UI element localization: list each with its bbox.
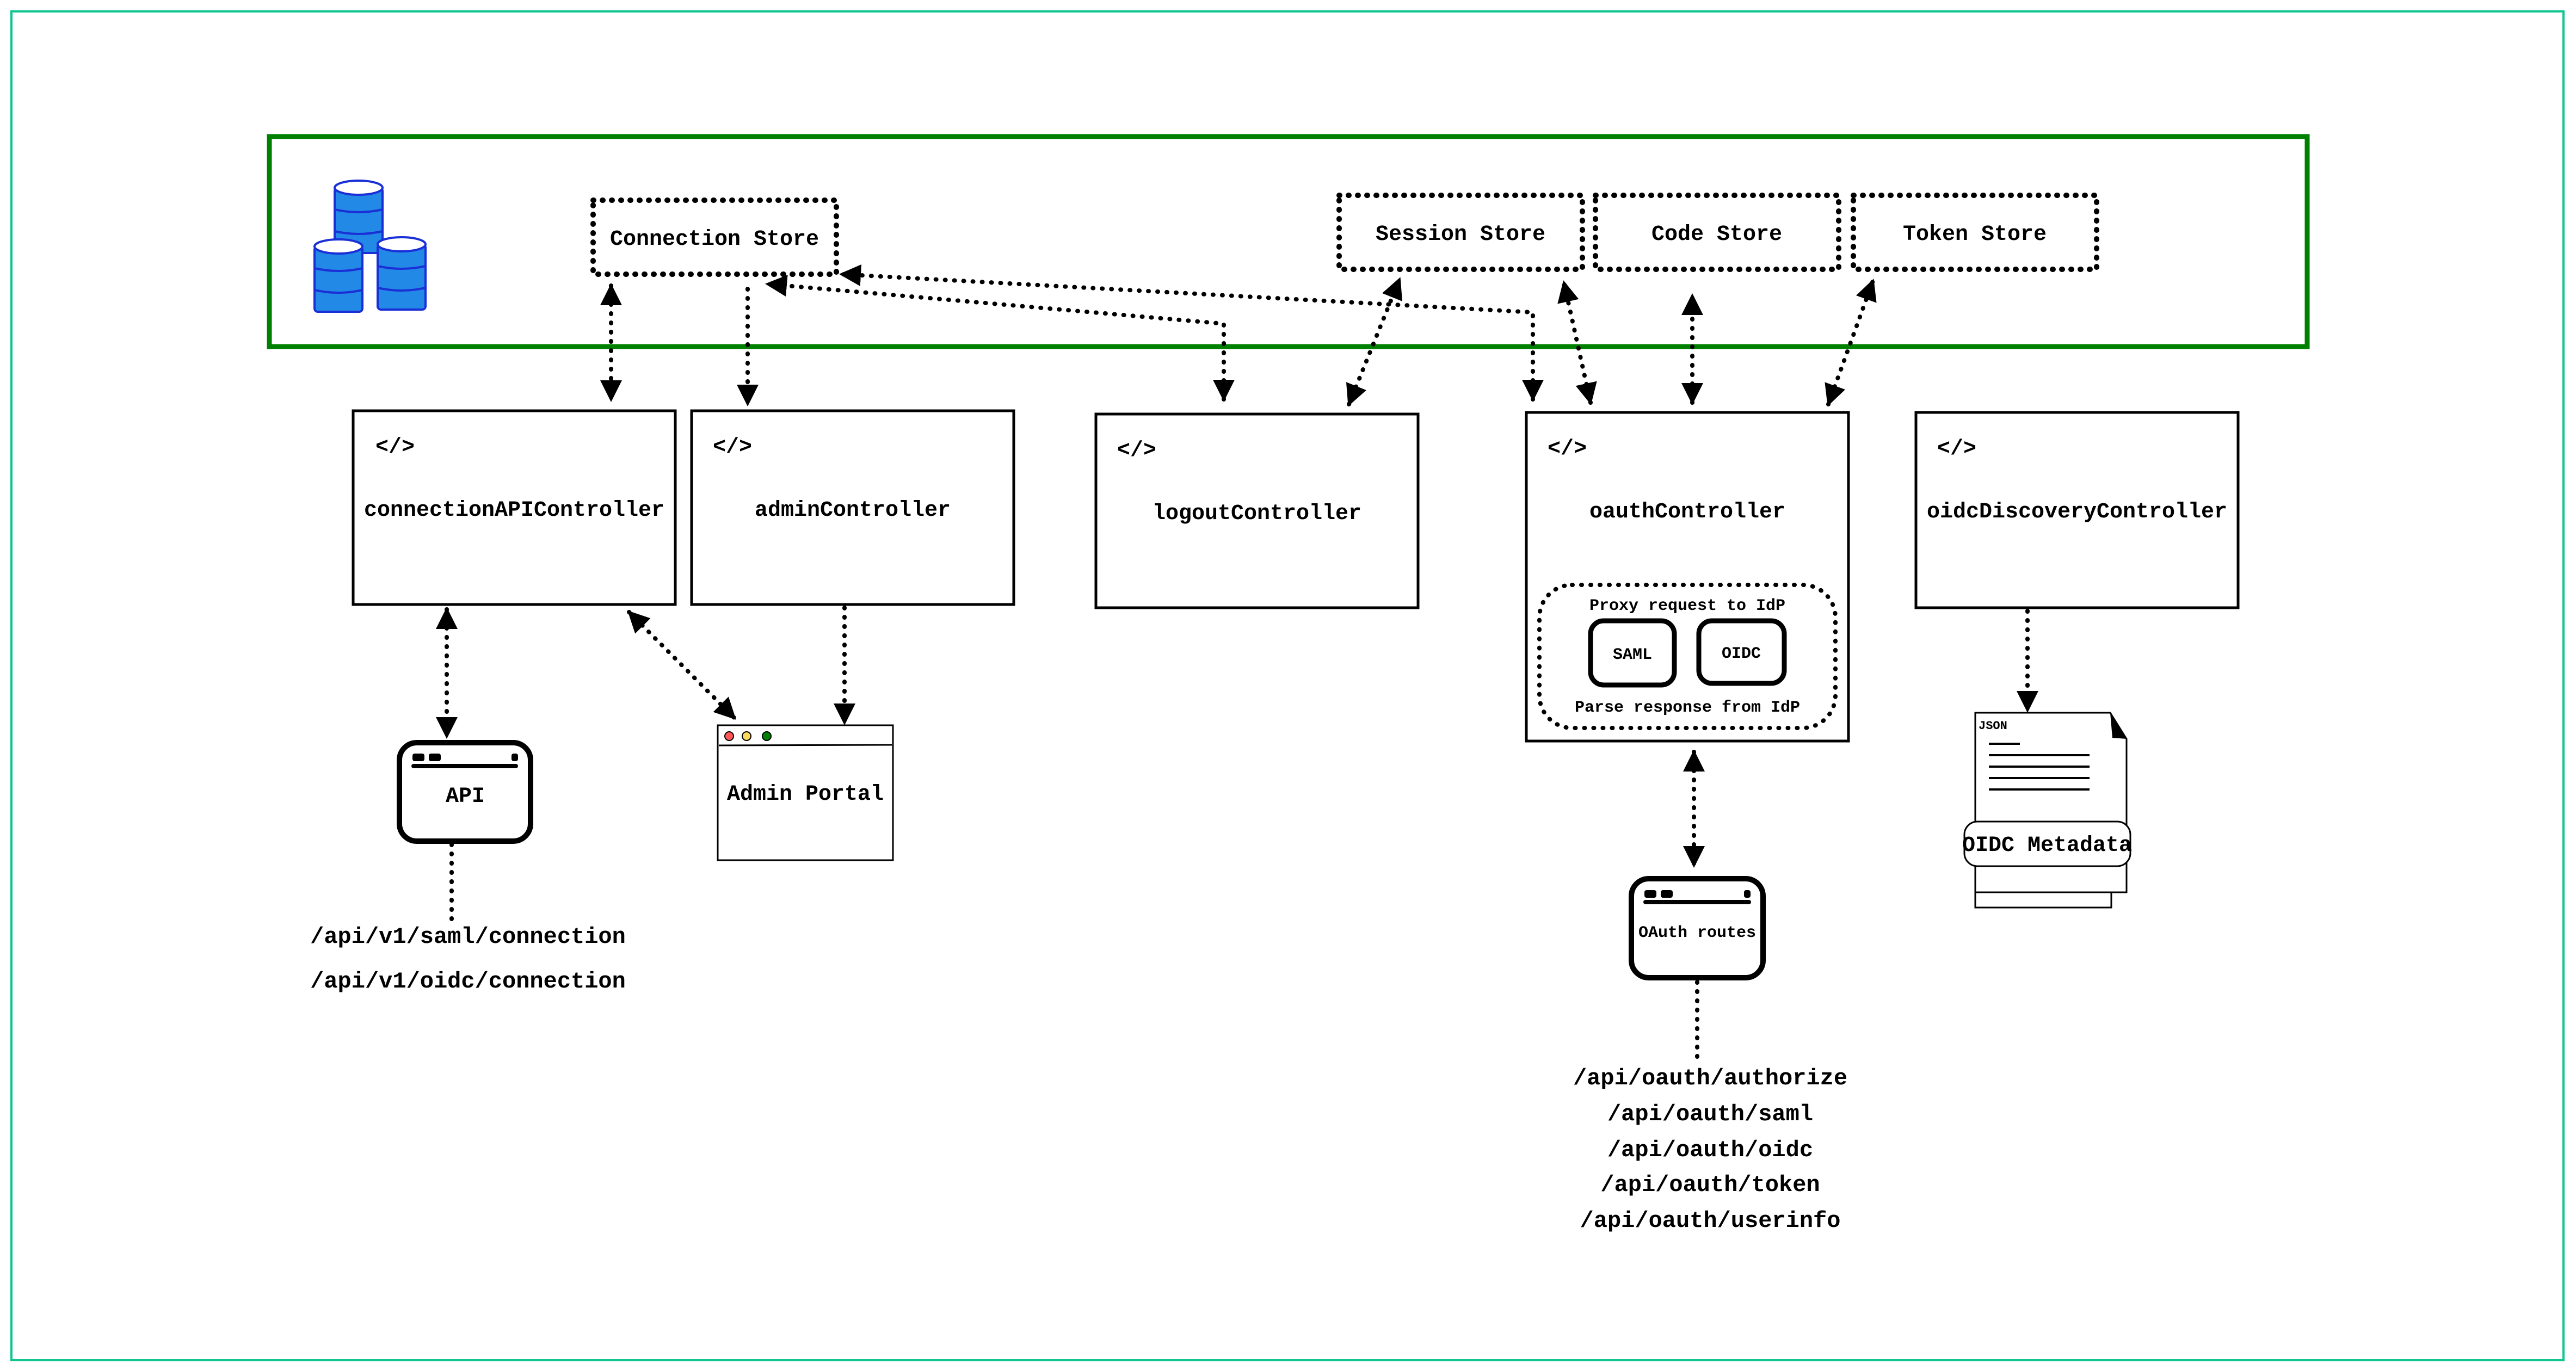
code-icon: </>: [375, 435, 415, 460]
arrow-logout-connstore: [765, 275, 1235, 402]
admin-controller: </> adminController: [690, 409, 1015, 606]
api-label: API: [446, 785, 485, 809]
api-route: /api/v1/saml/connection: [310, 924, 626, 950]
connection-store-label: Connection Store: [610, 227, 819, 252]
code-store-label: Code Store: [1651, 223, 1782, 247]
oauth-route: /api/oauth/saml: [1607, 1101, 1813, 1127]
oidc-metadata-banner: [1963, 820, 2131, 867]
oidc-metadata-label: OIDC Metadata: [1962, 834, 2132, 858]
window-minimize-dot: [742, 731, 751, 741]
oidc-label: OIDC: [1722, 645, 1761, 663]
oidc-discovery-controller: </> oidcDiscoveryController: [1914, 411, 2240, 609]
oauth-route: /api/oauth/token: [1600, 1172, 1820, 1198]
parse-response-label: Parse response from IdP: [1575, 699, 1800, 717]
oidc-discovery-controller-label: oidcDiscoveryController: [1927, 500, 2227, 524]
connection-store: Connection Store: [590, 198, 839, 277]
oauth-routes-client: OAuth routes: [1629, 876, 1766, 980]
outer-frame: [10, 10, 2565, 1361]
oidc-box: [1696, 618, 1787, 686]
idp-proxy-group: [1537, 583, 1838, 730]
oauth-route: /api/oauth/oidc: [1607, 1137, 1813, 1163]
logout-controller: </> logoutController: [1094, 412, 1420, 609]
saml-label: SAML: [1613, 646, 1652, 664]
connectors: [436, 264, 2038, 1062]
code-icon: </>: [713, 435, 752, 460]
admin-controller-label: adminController: [755, 498, 951, 523]
admin-portal-window: Admin Portal: [717, 724, 894, 861]
arrow-oauth-session: [1557, 280, 1597, 405]
arrow-connapi-portal: [627, 610, 737, 720]
oauth-routes-label: OAuth routes: [1638, 924, 1756, 942]
json-label: JSON: [1979, 719, 2007, 733]
oauth-route: /api/oauth/userinfo: [1580, 1208, 1841, 1234]
session-store-label: Session Store: [1376, 223, 1545, 247]
token-store-label: Token Store: [1903, 223, 2047, 247]
arrow-oauth-token: [1825, 279, 1877, 406]
connection-api-controller-label: connectionAPIController: [364, 498, 664, 523]
session-store: Session Store: [1336, 193, 1585, 272]
code-icon: </>: [1117, 439, 1156, 463]
code-icon: </>: [1548, 437, 1587, 461]
saml-box: [1588, 618, 1677, 688]
admin-portal-label: Admin Portal: [727, 782, 884, 807]
json-document-icon: JSON OIDC Metadata: [1962, 712, 2132, 909]
window-maximize-dot: [762, 731, 772, 741]
oauth-controller-label: oauthController: [1589, 500, 1785, 524]
code-icon: </>: [1937, 437, 1976, 461]
api-client: API: [397, 740, 533, 844]
token-store: Token Store: [1851, 193, 2099, 272]
proxy-request-label: Proxy request to IdP: [1589, 597, 1785, 615]
arrow-logout-session: [1346, 277, 1403, 406]
oauth-route: /api/oauth/authorize: [1573, 1065, 1847, 1091]
arrow-oauth-connstore: [839, 264, 1544, 402]
oauth-controller: </> oauthController Proxy request to IdP…: [1525, 411, 1850, 743]
connection-api-controller: </> connectionAPIController: [352, 409, 677, 606]
window-close-dot: [724, 731, 734, 741]
database-icon: [313, 180, 427, 313]
api-route: /api/v1/oidc/connection: [310, 968, 626, 995]
code-store: Code Store: [1593, 193, 1841, 272]
logout-controller-label: logoutController: [1153, 502, 1361, 526]
